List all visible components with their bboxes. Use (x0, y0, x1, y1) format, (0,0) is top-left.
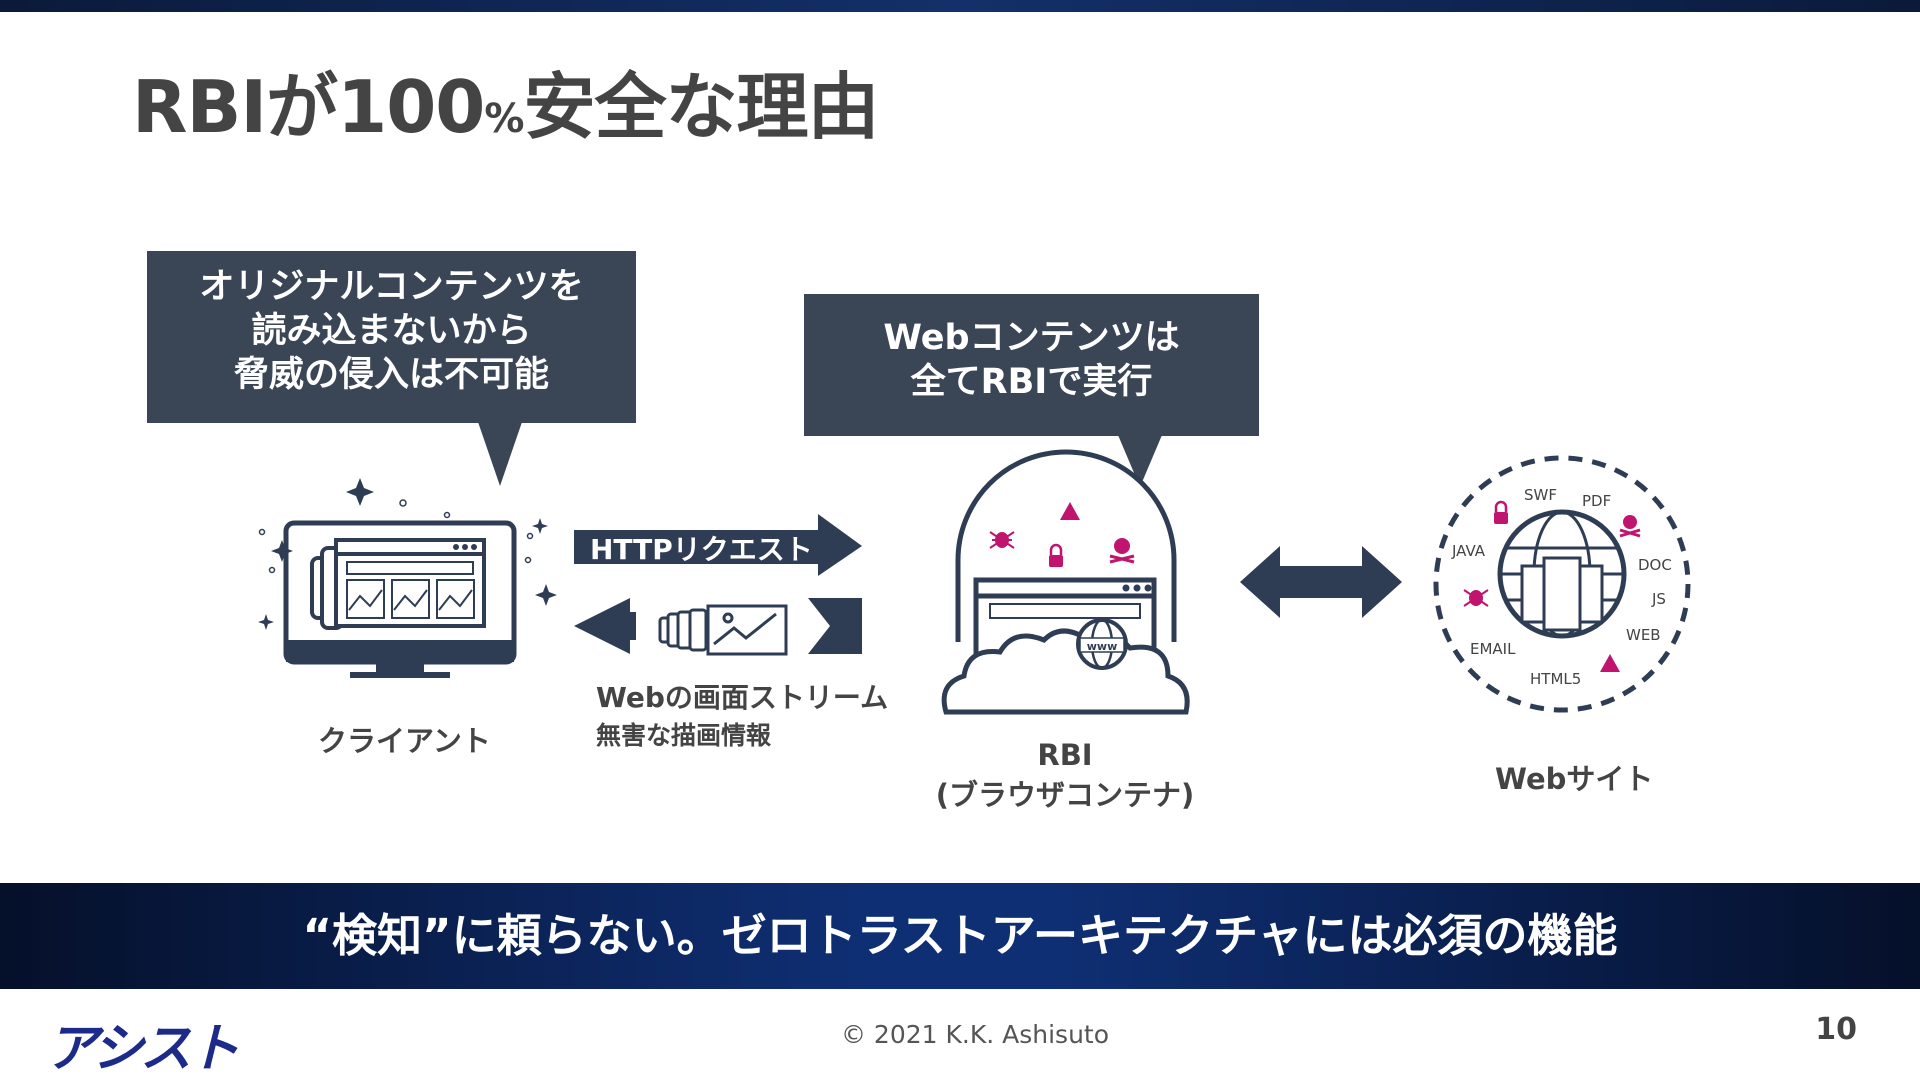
skull-icon-web (1623, 515, 1637, 529)
rbi-label-line-1: RBI (1037, 738, 1093, 772)
web-label-java: JAVA (1451, 542, 1486, 560)
http-request-arrow (574, 514, 862, 576)
callout-run-in-rbi: Webコンテンツは 全てRBIで実行 (804, 294, 1259, 436)
stream-label-line-2: 無害な描画情報 (596, 721, 772, 750)
callout-left-line-1: オリジナルコンテンツを (199, 267, 584, 307)
title-main: RBIが100 (132, 65, 485, 149)
tagline-banner: “検知”に頼らない。ゼロトラストアーキテクチャには必須の機能 (0, 883, 1920, 989)
rbi-label: RBI (ブラウザコンテナ) (930, 738, 1200, 814)
http-request-label: HTTPリクエスト (590, 533, 813, 566)
callout-left-line-3: 脅威の侵入は不可能 (233, 355, 549, 395)
website-label: Webサイト (1495, 762, 1654, 796)
rbi-label-line-2: (ブラウザコンテナ) (935, 778, 1195, 812)
title-rest: 安全な理由 (523, 65, 879, 149)
web-label-swf: SWF (1524, 486, 1557, 504)
sparkle-icons (258, 478, 557, 630)
browser-badge-text: www (1087, 640, 1118, 653)
threat-icons (989, 502, 1135, 567)
tagline-text: “検知”に頼らない。ゼロトラストアーキテクチャには必須の機能 (302, 909, 1618, 962)
callout-left-line-2: 読み込まないから (251, 311, 532, 351)
slide-title: RBIが100%安全な理由 (132, 62, 880, 164)
stream-label: Webの画面ストリーム 無害な描画情報 (596, 676, 888, 752)
web-content-labels: SWF PDF JAVA DOC JS WEB EMAIL HTML5 (1451, 486, 1672, 688)
web-label-pdf: PDF (1582, 492, 1611, 510)
stream-label-line-1: Webの画面ストリーム (596, 681, 889, 714)
website-threat-icons (1463, 500, 1641, 672)
bidirectional-arrow (1240, 546, 1402, 618)
website-globe-icon (1433, 455, 1691, 713)
copyright-text: © 2021 K.K. Ashisuto (840, 1020, 1110, 1049)
callout-mid-line-1: Webコンテンツは (883, 318, 1180, 358)
warning-icon-web (1600, 654, 1620, 672)
stream-return-arrow (574, 598, 862, 654)
title-percent: % (484, 96, 524, 142)
callout-left-tail (478, 422, 522, 486)
stream-image-icon (658, 604, 788, 656)
page-number: 10 (1815, 1012, 1857, 1047)
warning-icon (1060, 502, 1080, 520)
lock-icon-web (1494, 512, 1508, 524)
client-label: クライアント (318, 724, 491, 758)
lock-icon (1049, 555, 1063, 567)
web-label-js: JS (1651, 590, 1666, 608)
web-label-doc: DOC (1638, 556, 1672, 574)
skull-icon (1114, 538, 1130, 554)
web-label-email: EMAIL (1470, 640, 1516, 658)
web-label-web: WEB (1626, 626, 1661, 644)
top-accent-bar (0, 0, 1920, 12)
web-label-html5: HTML5 (1530, 670, 1581, 688)
callout-no-original-content: オリジナルコンテンツを 読み込まないから 脅威の侵入は不可能 (147, 251, 636, 423)
client-monitor-icon (283, 520, 517, 678)
rbi-container-icon (941, 449, 1190, 715)
company-logo: アシスト (46, 1019, 240, 1079)
callout-mid-line-2: 全てRBIで実行 (910, 362, 1153, 402)
